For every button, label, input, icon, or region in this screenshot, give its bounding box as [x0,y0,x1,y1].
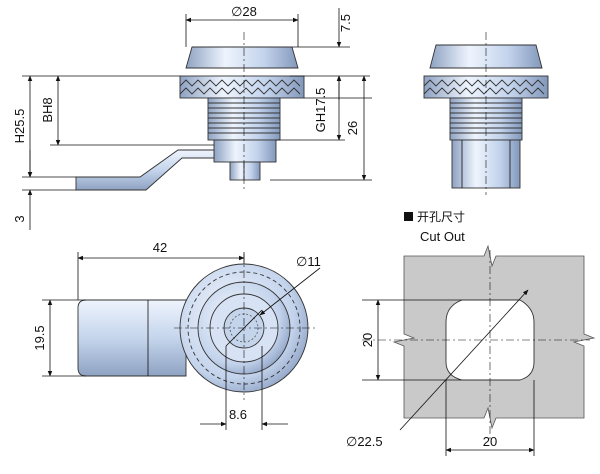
dim-cutout-dia: ∅22.5 [346,434,383,449]
dim-cutout-bottom: 20 [483,434,497,449]
dim-gh: GH17.5 [313,88,328,133]
side-cap [429,44,543,69]
screw-tip [229,161,261,181]
dim-cutout-side: 20 [360,333,375,347]
knurled-ring [179,75,305,99]
lower-body [213,139,277,163]
cutout-title-square [404,212,413,221]
cutout-title-cn: 开孔尺寸 [417,210,465,224]
dim-cap-height: 7.5 [338,14,353,32]
dim-dia-inner: ∅11 [296,254,321,269]
dim-key-width: 8.6 [229,407,247,422]
dim-right-height: 26 [345,121,360,135]
dim-side-height: 19.5 [32,325,47,350]
dim-top-width: ∅28 [231,4,257,19]
bottom-cam-arm [77,299,187,377]
cutout-title-en: Cut Out [420,229,465,244]
dim-height-total: H25.5 [12,109,27,144]
dim-body-thread: BH8 [40,97,55,122]
bottom-view: 42 ∅11 19.5 8.6 [32,240,321,430]
cam-arm [75,149,215,191]
dim-bottom-gap: 3 [12,215,27,222]
cutout-view: 开孔尺寸 Cut Out 20 20 ∅22.5 [346,210,596,456]
side-view [423,32,549,195]
dim-length: 42 [153,240,167,255]
front-view: ∅28 7.5 GH17.5 26 H25.5 BH8 3 [12,4,372,230]
lock-cap [185,46,299,69]
